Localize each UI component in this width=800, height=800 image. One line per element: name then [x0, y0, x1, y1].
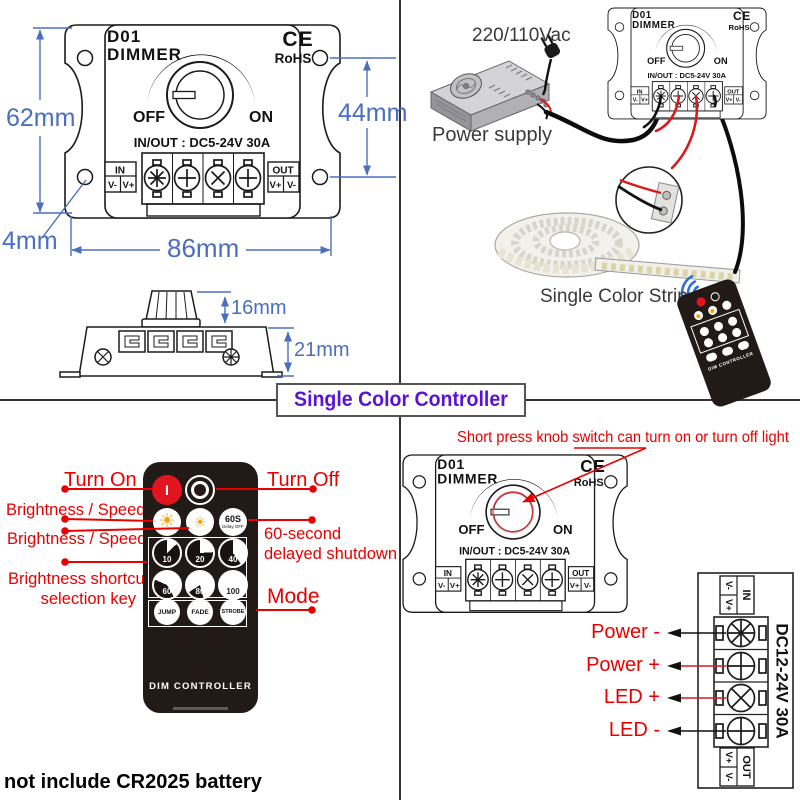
jump-mode-button: JUMP: [154, 599, 180, 625]
dimmer-side-view: [59, 290, 283, 378]
plug-cable: [541, 58, 553, 96]
fan-icon: [450, 73, 482, 99]
dimmer-front-view: [64, 24, 341, 219]
in-text: IN: [740, 590, 752, 601]
dim-width-label: 86mm: [167, 233, 240, 263]
dimmer-terminal-wires: [642, 94, 717, 170]
led-wire: [712, 98, 745, 274]
out-text: OUT: [740, 755, 752, 779]
strobe-mode-button: STROBE: [220, 599, 246, 625]
percent-20-button: 20: [185, 538, 215, 568]
ac-plug-icon: [540, 33, 561, 96]
ac-input-label: 220/110Vac: [472, 25, 571, 46]
fade-mode-button: FADE: [187, 599, 213, 625]
delay-note-line2: delayed shutdown: [264, 544, 398, 563]
power-supply-icon: [429, 60, 551, 132]
dimmer-annotated-view: [402, 454, 628, 614]
percent-button: [730, 326, 742, 339]
dim-hole-spacing-label: 44mm: [338, 99, 408, 127]
shortcut-note-line2: selection key: [40, 589, 136, 608]
brightness-up-button: [692, 309, 704, 322]
led-strip-coil-icon: [494, 212, 741, 284]
terminal-rating-label: DC12-24V 30A: [773, 623, 792, 738]
power-plus-label: Power +: [586, 654, 660, 676]
turn-off-note: Turn Off: [267, 469, 340, 491]
knob-highlight: [492, 491, 534, 533]
percent-60-button: 60: [152, 570, 182, 600]
mode-note: Mode: [267, 585, 320, 608]
percent-button: [698, 325, 710, 338]
power-minus-label: Power -: [591, 621, 660, 643]
key-label: 20: [195, 555, 205, 564]
brightness-minus-note: Brightness / Speed -: [7, 530, 157, 548]
dimmer-wiring-view: [607, 7, 767, 120]
remote-power-off-button: [185, 475, 215, 505]
brightness-plus-note: Brightness / Speed +: [6, 501, 160, 519]
delay-key-sub-label: Delay OFF: [222, 524, 244, 529]
terminal-block-detail: IN V- V+ DC12-24V 30A OUT V+ V-: [697, 572, 794, 789]
battery-note: not include CR2025 battery: [4, 771, 262, 793]
remote-power-on-button: I: [152, 475, 182, 505]
key-label: 100: [226, 587, 240, 596]
brightness-down-button: [706, 304, 718, 317]
title-banner: Single Color Controller: [276, 383, 526, 417]
dim-body-depth-label: 21mm: [294, 339, 350, 361]
key-label: 60: [162, 587, 172, 596]
in-pin-plus: V+: [723, 599, 734, 611]
led-plus-label: LED +: [603, 686, 660, 708]
mode-button: [736, 340, 750, 352]
remote-notch: [173, 707, 228, 710]
key-label: 10: [162, 555, 172, 564]
turn-on-note: Turn On: [64, 469, 137, 491]
shortcut-note-line1: Brightness shortcut: [8, 570, 150, 588]
out-pin-plus: V+: [723, 752, 734, 764]
standby-icon: [191, 481, 209, 499]
delay-off-button: [720, 299, 733, 312]
page-title: Single Color Controller: [294, 388, 508, 411]
brightness-down-button: ☀: [186, 508, 214, 536]
percent-button: [716, 332, 728, 344]
connection-magnifier-icon: [615, 166, 683, 234]
brightness-up-button: ☀: [153, 508, 181, 536]
delay-shutdown-note: 60-second delayed shutdown: [264, 525, 397, 564]
dim-knob-height-label: 16mm: [231, 297, 287, 319]
percent-button: [712, 320, 724, 333]
percent-40-button: 40: [218, 538, 248, 568]
key-label: 80: [195, 587, 205, 596]
percent-80-button: 80: [185, 570, 215, 600]
terminal-side-icon: [118, 330, 233, 353]
in-pin-minus: V-: [723, 581, 734, 590]
percent-button: [726, 315, 738, 328]
knob-side-icon: [145, 290, 198, 321]
mode-button: [720, 345, 734, 358]
percent-button: [702, 337, 714, 349]
remote-power-on-button: [695, 296, 707, 308]
knob-note: Short press knob switch can turn on or t…: [457, 429, 789, 446]
percent-100-button: 100: [218, 570, 248, 600]
delay-note-line1: 60-second: [264, 525, 342, 543]
delay-key-label: 60S: [224, 514, 241, 524]
delay-off-button: 60S Delay OFF: [219, 508, 247, 536]
remote-power-off-button: [709, 290, 721, 303]
shortcut-note: Brightness shortcut selection key: [8, 570, 150, 609]
remote-brand-label: DIM CONTROLLER: [149, 681, 252, 692]
strip-label: Single Color Strip: [540, 286, 688, 307]
vent-slots-icon: [488, 64, 533, 101]
dim-hole-diameter-label: 4mm: [2, 227, 58, 255]
mode-button: [704, 351, 718, 363]
dim-height-label: 62mm: [6, 104, 76, 132]
led-minus-label: LED -: [608, 719, 660, 741]
out-pin-minus: V-: [723, 773, 734, 782]
power-supply-label: Power supply: [432, 124, 553, 146]
key-label: 40: [228, 555, 238, 564]
remote-control: I ☀ ☀ 60S Delay OFF 10 20 40 60 80 100 J…: [143, 462, 258, 713]
percent-10-button: 10: [152, 538, 182, 568]
